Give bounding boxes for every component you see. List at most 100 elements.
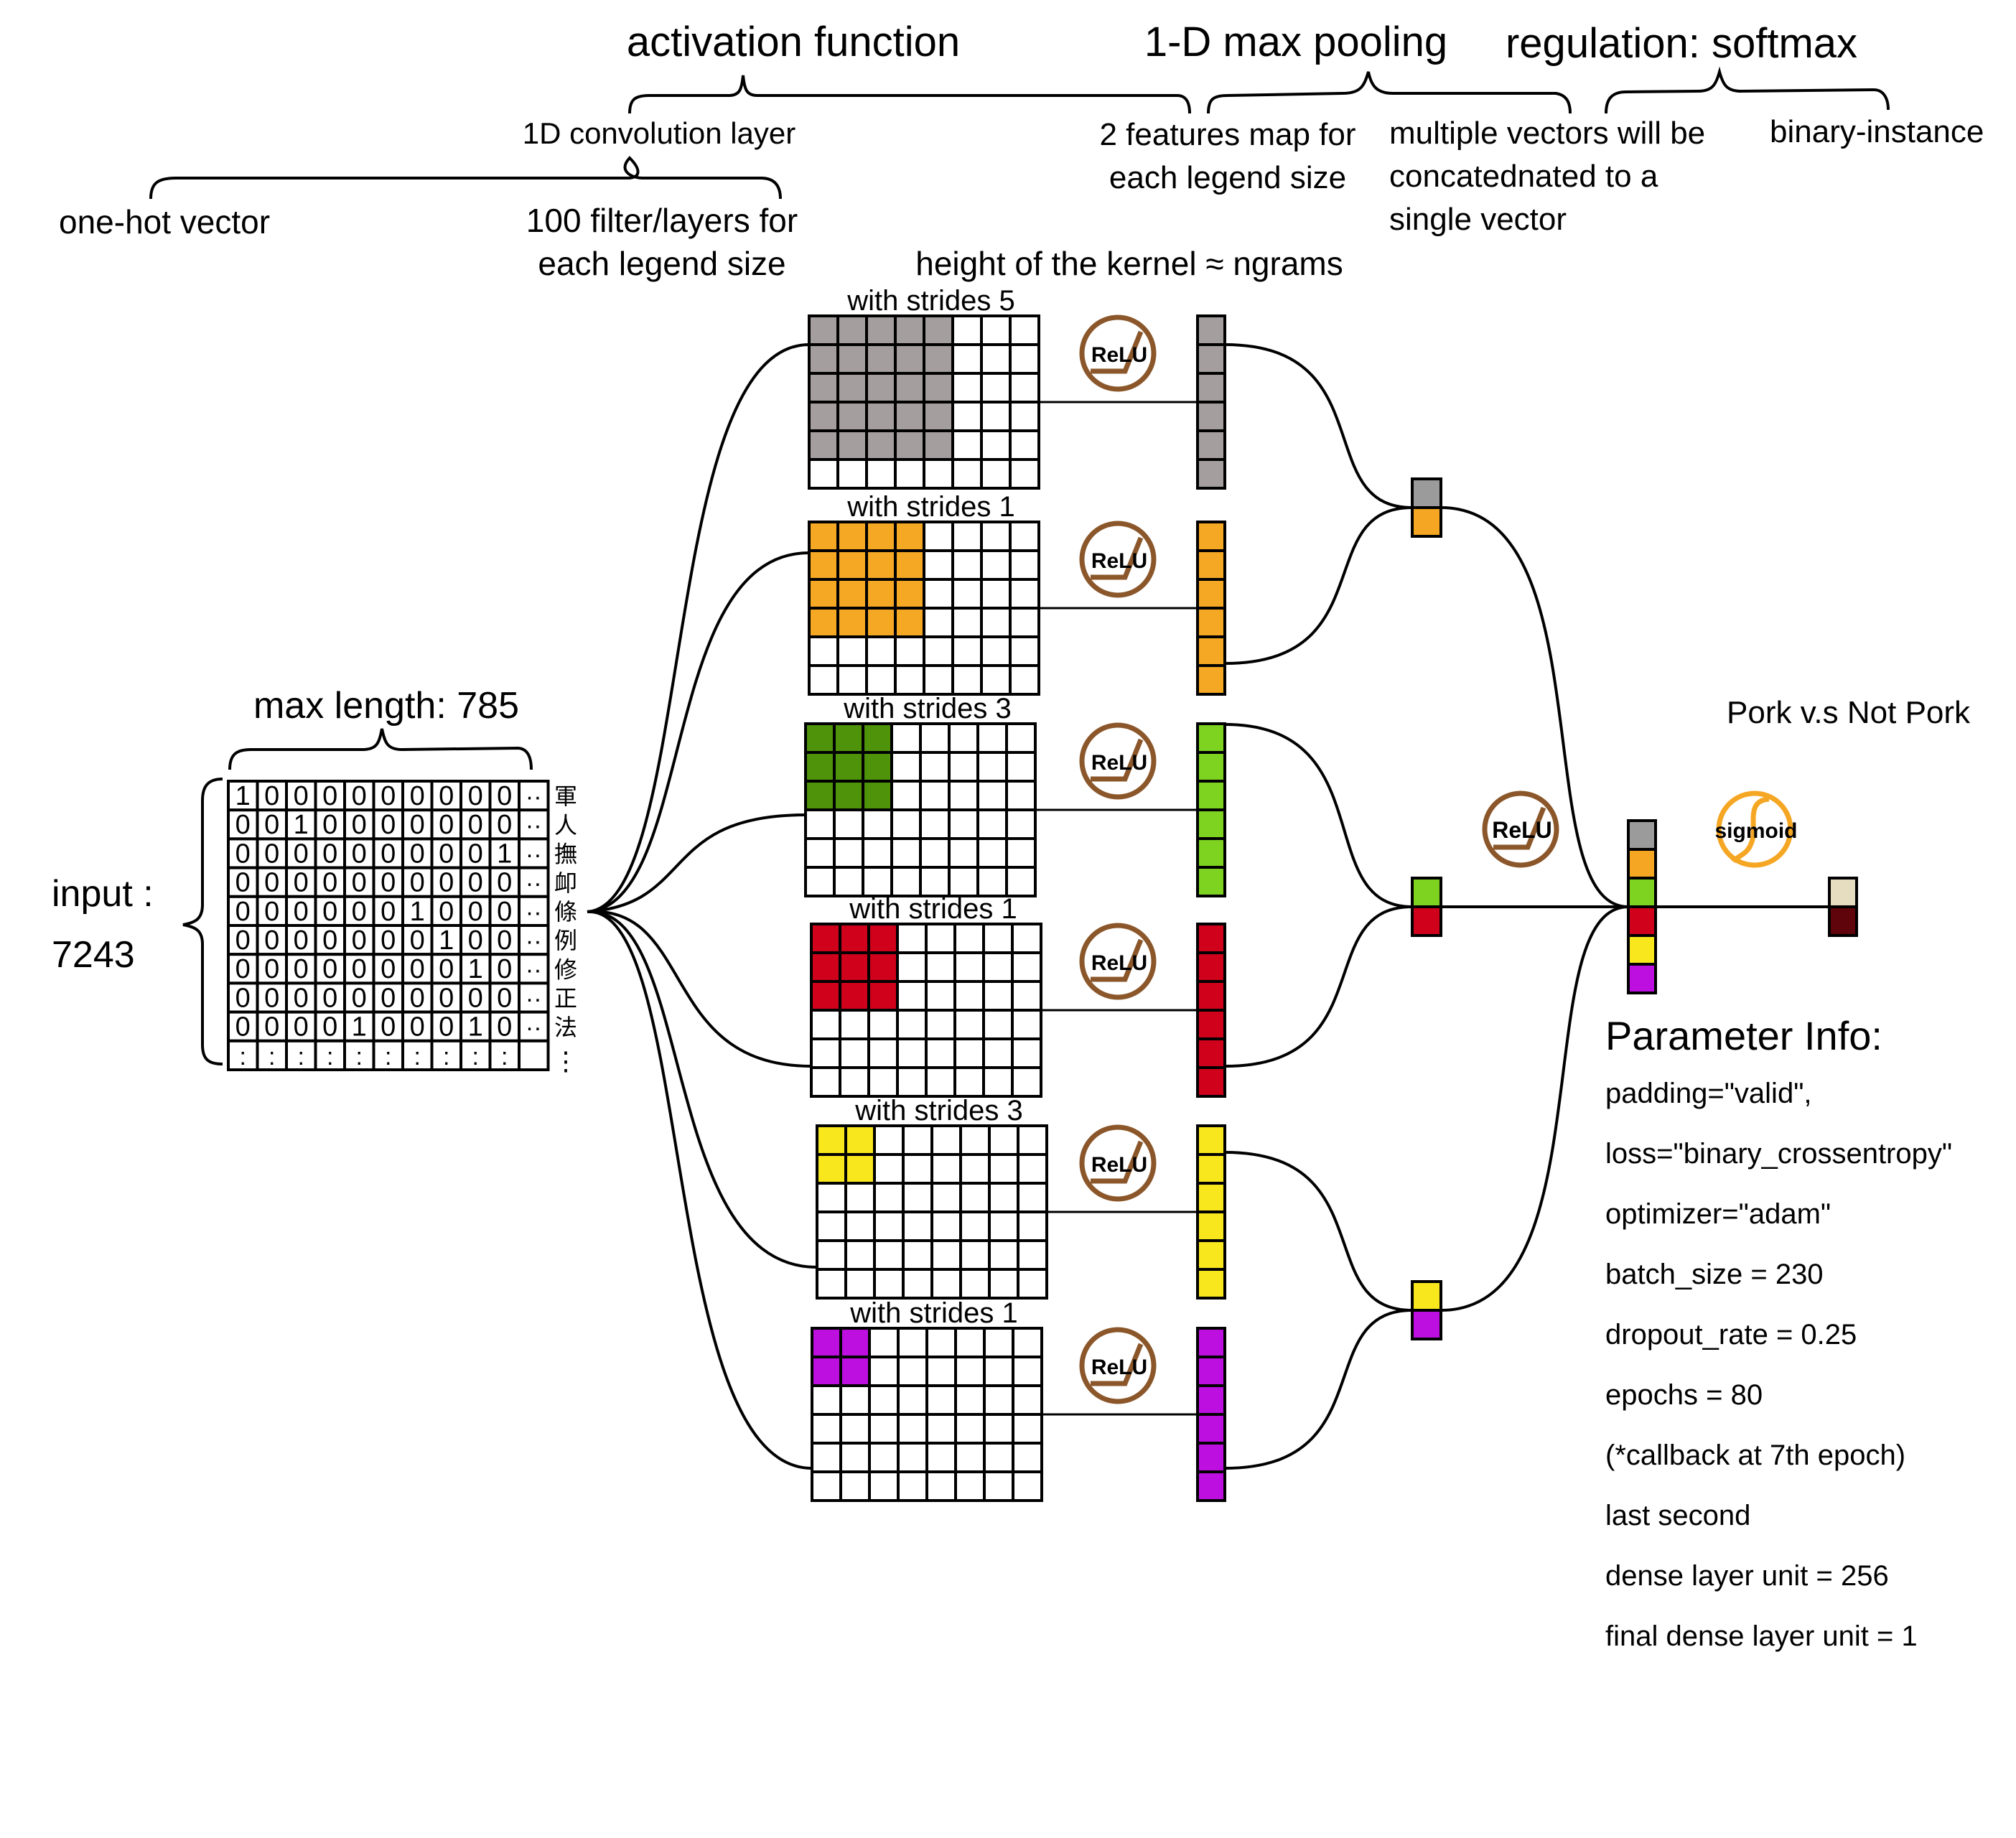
filter-cell bbox=[959, 1210, 991, 1242]
matrix-value: 0 bbox=[439, 839, 454, 869]
filter-cell bbox=[988, 1153, 1019, 1185]
matrix-value: : bbox=[414, 1043, 421, 1070]
filter-cell bbox=[844, 1182, 876, 1213]
matrix-value: 0 bbox=[352, 925, 367, 956]
filter-cell bbox=[836, 635, 868, 667]
filter-cell bbox=[976, 837, 1008, 869]
filter-cell bbox=[923, 607, 954, 638]
matrix-value: 0 bbox=[381, 983, 396, 1013]
matrix-cell bbox=[430, 895, 462, 928]
matrix-value: 0 bbox=[381, 810, 396, 840]
matrix-value: 0 bbox=[497, 781, 512, 811]
filter-cell bbox=[839, 1066, 870, 1098]
feature-vector-cell bbox=[1196, 808, 1226, 840]
matrix-value: 0 bbox=[264, 925, 279, 956]
activation-function-title: activation function bbox=[627, 19, 960, 65]
filter-cell bbox=[1009, 664, 1040, 696]
filter-cell bbox=[982, 1066, 1014, 1098]
pooled-cell-bottom bbox=[1411, 1309, 1442, 1340]
concat-cell bbox=[1627, 819, 1657, 851]
filter-cell bbox=[983, 1470, 1014, 1502]
feature-vector-cell bbox=[1196, 1124, 1226, 1156]
filter-cell bbox=[890, 837, 922, 869]
kernel-cell bbox=[808, 607, 839, 638]
filter-cell bbox=[890, 808, 922, 840]
matrix-value: : bbox=[240, 1043, 246, 1070]
kernel-cell bbox=[923, 372, 954, 403]
filter-cell bbox=[1009, 314, 1040, 346]
input-character: 卹 bbox=[554, 870, 577, 896]
feature-vector-cell bbox=[1196, 521, 1226, 552]
relu-graph bbox=[1091, 1343, 1144, 1386]
filter-cell bbox=[844, 1239, 876, 1271]
kernel-cell bbox=[836, 549, 868, 581]
matrix-value: ·· bbox=[526, 928, 542, 955]
relu-circle bbox=[1079, 1124, 1157, 1202]
pooled-cell-bottom bbox=[1411, 905, 1442, 937]
filter-cell bbox=[951, 635, 983, 667]
conv-layer-brace bbox=[149, 156, 782, 200]
feature-vector-cell bbox=[1196, 314, 1226, 346]
filter-cell bbox=[836, 664, 868, 696]
matrix-value: 0 bbox=[264, 1012, 279, 1042]
feature-vector-cell bbox=[1196, 578, 1226, 610]
matrix-value: 0 bbox=[410, 781, 425, 811]
filter-cell bbox=[902, 1268, 933, 1300]
filter-cell bbox=[868, 1356, 900, 1387]
matrix-cell bbox=[285, 953, 317, 985]
matrix-cell bbox=[256, 837, 288, 869]
filter-cell bbox=[896, 951, 928, 983]
filter-cell bbox=[925, 923, 956, 954]
filter-cell bbox=[896, 1066, 928, 1098]
concat-cell bbox=[1627, 934, 1657, 966]
matrix-value: 0 bbox=[410, 983, 425, 1013]
relu-graph bbox=[1091, 536, 1144, 580]
filter-cell bbox=[896, 980, 928, 1012]
kernel-cell bbox=[894, 578, 925, 610]
matrix-value: 0 bbox=[381, 781, 396, 811]
filter-cell bbox=[873, 1153, 905, 1185]
kernel-cell bbox=[811, 1356, 842, 1387]
concat-label-2: concatednated to a bbox=[1389, 159, 1658, 194]
filter-cell bbox=[982, 980, 1014, 1012]
kernel-cell bbox=[836, 401, 868, 432]
feature-vector-cell bbox=[1196, 1413, 1226, 1445]
matrix-value: 0 bbox=[294, 839, 309, 869]
filter-cell bbox=[925, 951, 956, 983]
filter-cell bbox=[951, 607, 983, 638]
kernel-cell bbox=[804, 780, 836, 811]
kernel-height-label: height of the kernel ≈ ngrams bbox=[915, 245, 1343, 282]
kernel-cell bbox=[894, 607, 925, 638]
filter-cell bbox=[923, 578, 954, 610]
parameter-info-panel: Parameter Info: padding="valid",loss="bi… bbox=[1605, 1012, 1952, 1681]
kernel-cell bbox=[836, 372, 868, 403]
kernel-cell bbox=[865, 578, 897, 610]
kernel-cell bbox=[865, 549, 897, 581]
filter-cell bbox=[976, 722, 1008, 754]
filter-cell bbox=[983, 1384, 1014, 1416]
matrix-value: 0 bbox=[294, 983, 309, 1013]
filter-cell bbox=[953, 951, 985, 983]
matrix-value: ·· bbox=[526, 985, 542, 1012]
matrix-value: 1 bbox=[468, 1012, 483, 1042]
kernel-cell bbox=[808, 578, 839, 610]
filter-cell bbox=[925, 1066, 956, 1098]
filter-cell bbox=[902, 1153, 933, 1185]
matrix-value: 0 bbox=[410, 925, 425, 956]
filter-cell bbox=[953, 1037, 985, 1069]
matrix-value: : bbox=[327, 1043, 333, 1070]
kernel-cell bbox=[923, 343, 954, 375]
kernel-cell bbox=[836, 607, 868, 638]
feature-vector-cell bbox=[1196, 751, 1226, 783]
matrix-cell bbox=[518, 808, 550, 841]
filter-cell bbox=[1011, 1009, 1042, 1040]
stride-label: with strides 3 bbox=[854, 1095, 1022, 1126]
filter-cell bbox=[811, 1470, 842, 1502]
filter-cell bbox=[923, 635, 954, 667]
stride-label: with strides 3 bbox=[843, 693, 1011, 724]
matrix-value: 0 bbox=[468, 839, 483, 869]
matrix-value: 0 bbox=[264, 954, 279, 984]
matrix-value: 0 bbox=[294, 781, 309, 811]
fan-out-curve bbox=[587, 910, 813, 1470]
kernel-cell bbox=[808, 521, 839, 552]
